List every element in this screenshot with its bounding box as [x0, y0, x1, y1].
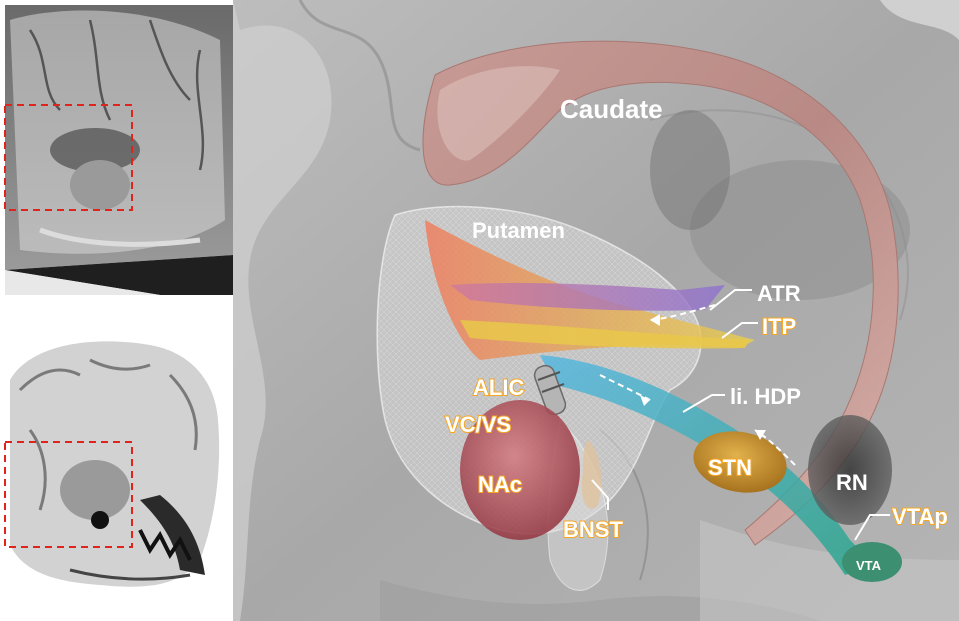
vcvs-label: VC/VS [445, 412, 511, 437]
hdp-label: li. HDP [730, 384, 801, 409]
caudate-label: Caudate [560, 94, 663, 124]
putamen-label: Putamen [472, 218, 565, 243]
vtap-label: VTAp [892, 504, 948, 529]
atr-label: ATR [757, 281, 801, 306]
histology-inset [0, 295, 233, 621]
nac-label: NAc [478, 472, 522, 497]
rn-label: RN [836, 470, 868, 495]
bnst-label: BNST [563, 517, 623, 542]
itp-label: ITP [762, 314, 796, 339]
alic-label: ALIC [473, 375, 524, 400]
vta-label: VTA [856, 558, 882, 573]
stn-label: STN [708, 455, 752, 480]
mri-inset [0, 0, 233, 295]
